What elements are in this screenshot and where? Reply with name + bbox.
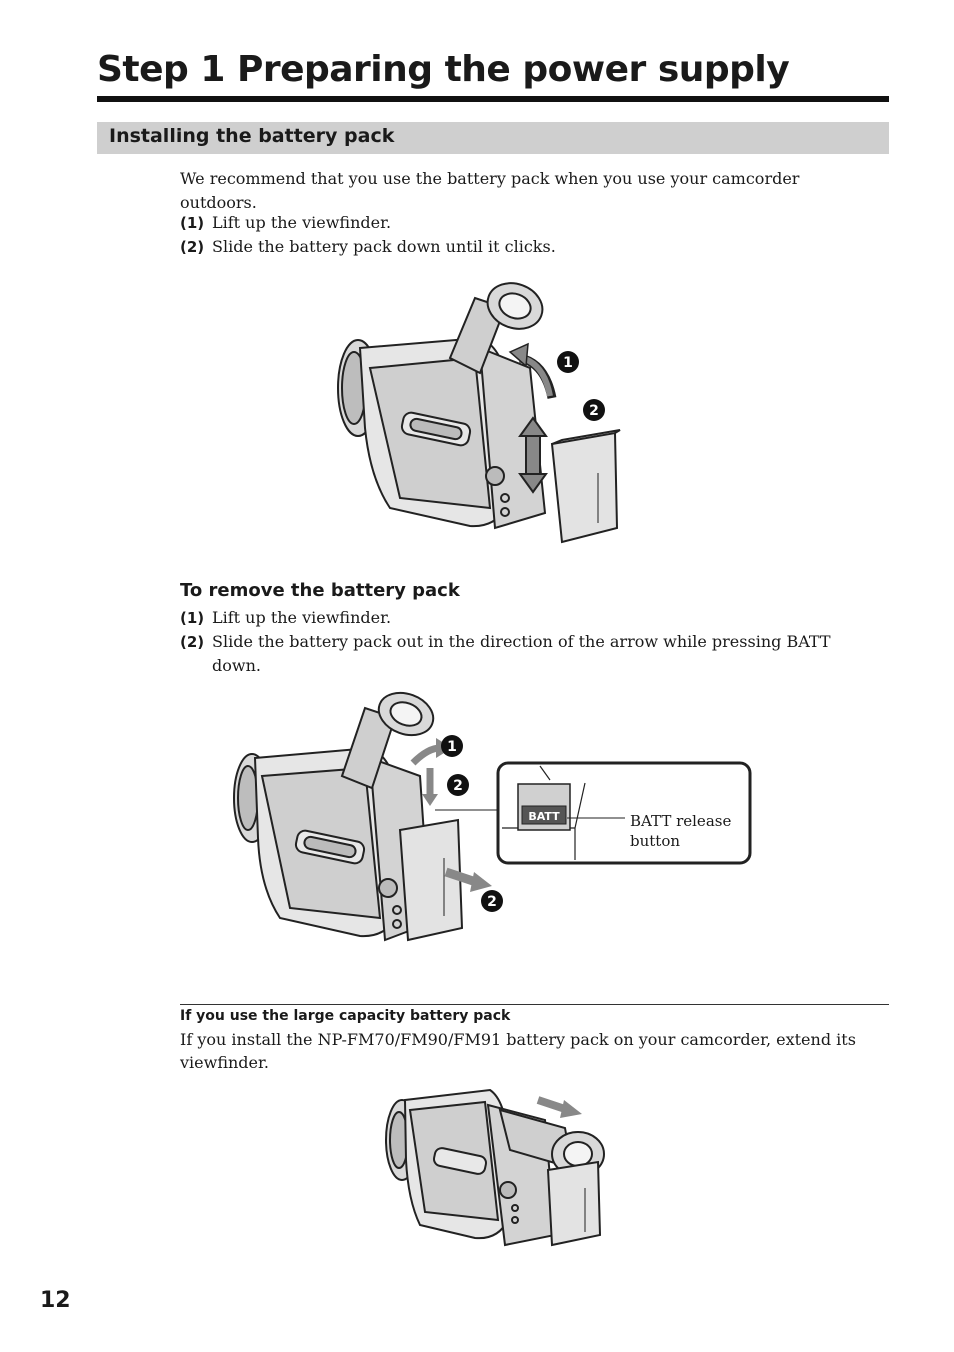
install-step-2: (2) Slide the battery pack down until it… <box>180 235 870 259</box>
step-text: Lift up the viewfinder. <box>212 608 392 627</box>
page-number: 12 <box>40 1288 71 1313</box>
note-heading: If you use the large capacity battery pa… <box>180 1008 511 1024</box>
batt-button-label: BATT <box>528 810 560 823</box>
marker-2-badge: 2 <box>583 399 605 421</box>
remove-step-2: (2) Slide the battery pack out in the di… <box>180 630 870 678</box>
marker-2-label: 2 <box>487 894 497 910</box>
step-number: (2) <box>180 238 205 256</box>
step-text: Slide the battery pack down until it cli… <box>212 237 556 256</box>
note-paragraph: If you install the NP-FM70/FM90/FM91 bat… <box>180 1030 856 1072</box>
marker-2-label: 2 <box>589 403 599 419</box>
marker-1-label: 1 <box>447 739 457 755</box>
marker-2-badge: 2 <box>447 774 469 796</box>
title-rule <box>97 96 889 102</box>
step-text: Lift up the viewfinder. <box>212 213 392 232</box>
note-divider <box>180 1004 889 1005</box>
marker-2-badge: 2 <box>481 890 503 912</box>
batt-release-label-line1: BATT release <box>630 812 731 830</box>
step-number: (2) <box>180 633 205 651</box>
page-title: Step 1 Preparing the power supply <box>97 49 790 90</box>
section-header-bar: Installing the battery pack <box>97 122 889 154</box>
marker-2-label: 2 <box>453 778 463 794</box>
remove-illustration: BATT BATT release button 1 2 2 <box>233 691 752 942</box>
remove-heading: To remove the battery pack <box>180 580 460 601</box>
intro-paragraph: We recommend that you use the battery pa… <box>180 169 800 212</box>
marker-1-badge: 1 <box>557 351 579 373</box>
section-heading: Installing the battery pack <box>109 125 395 147</box>
install-step-1: (1) Lift up the viewfinder. <box>180 211 870 235</box>
remove-step-1: (1) Lift up the viewfinder. <box>180 606 870 630</box>
large-battery-illustration <box>385 1088 605 1247</box>
step-number: (1) <box>180 214 205 232</box>
marker-1-label: 1 <box>563 355 573 371</box>
batt-release-label-line2: button <box>630 832 680 850</box>
step-number: (1) <box>180 609 205 627</box>
marker-1-badge: 1 <box>441 735 463 757</box>
step-text: Slide the battery pack out in the direct… <box>212 632 831 675</box>
install-illustration: 1 2 <box>337 282 621 544</box>
